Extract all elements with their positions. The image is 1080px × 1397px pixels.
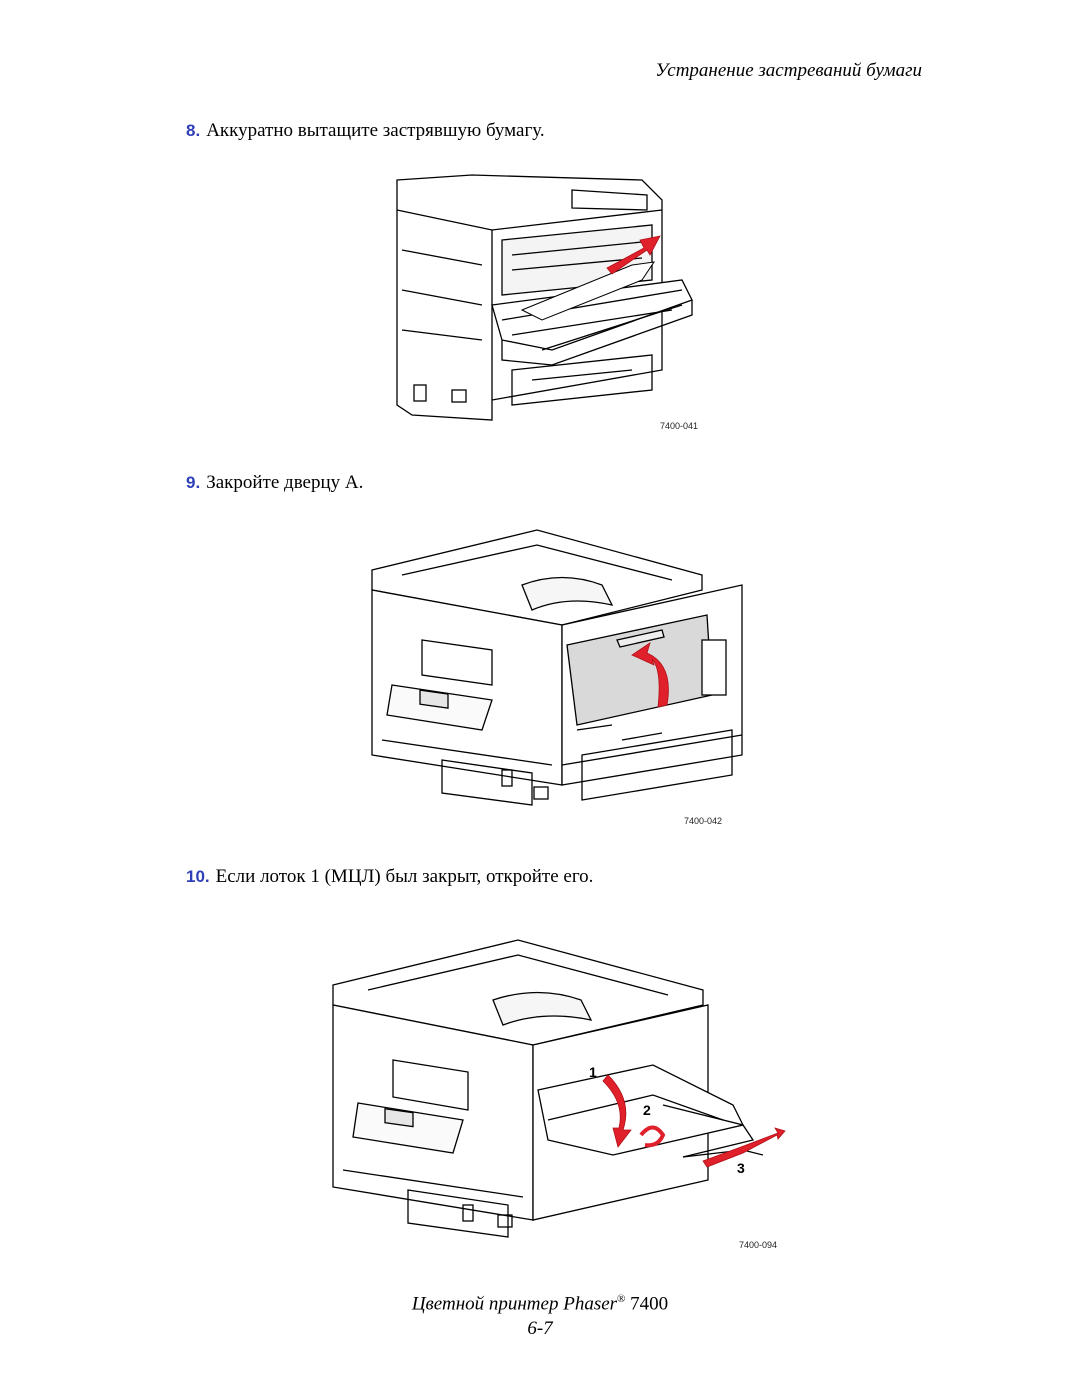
- footer-model: 7400: [630, 1293, 669, 1315]
- figure-pull-paper: 7400-041: [392, 170, 732, 435]
- figure-id: 7400-041: [660, 421, 698, 431]
- callout-3: 3: [737, 1160, 745, 1176]
- step-text: Если лоток 1 (МЦЛ) был закрыт, откройте …: [215, 866, 594, 887]
- step-8: 8. Аккуратно вытащите застрявшую бумагу.: [186, 120, 545, 142]
- page-number: 6-7: [527, 1318, 553, 1340]
- footer-product-name: Цветной принтер Phaser: [411, 1293, 618, 1315]
- figure-id: 7400-042: [684, 816, 722, 826]
- step-number: 10.: [186, 867, 210, 886]
- figure-close-door: 7400-042: [362, 515, 752, 830]
- footer-product: Цветной принтер Phaser® 7400: [0, 1287, 1080, 1316]
- step-9: 9. Закройте дверцу А.: [186, 472, 363, 494]
- step-10: 10. Если лоток 1 (МЦЛ) был закрыт, открой…: [186, 866, 593, 888]
- step-number: 8.: [186, 121, 201, 140]
- step-text: Закройте дверцу А.: [206, 472, 364, 493]
- figure-open-tray: 1 2 3 7400-094: [323, 925, 788, 1255]
- section-header: Устранение застреваний бумаги: [655, 60, 922, 81]
- registered-mark: ®: [617, 1293, 626, 1305]
- step-text: Аккуратно вытащите застрявшую бумагу.: [206, 120, 545, 141]
- step-number: 9.: [186, 473, 201, 492]
- callout-1: 1: [589, 1064, 597, 1080]
- figure-id: 7400-094: [739, 1240, 777, 1250]
- callout-2: 2: [643, 1102, 651, 1118]
- page-footer: Цветной принтер Phaser® 7400 6-7: [0, 1287, 1080, 1341]
